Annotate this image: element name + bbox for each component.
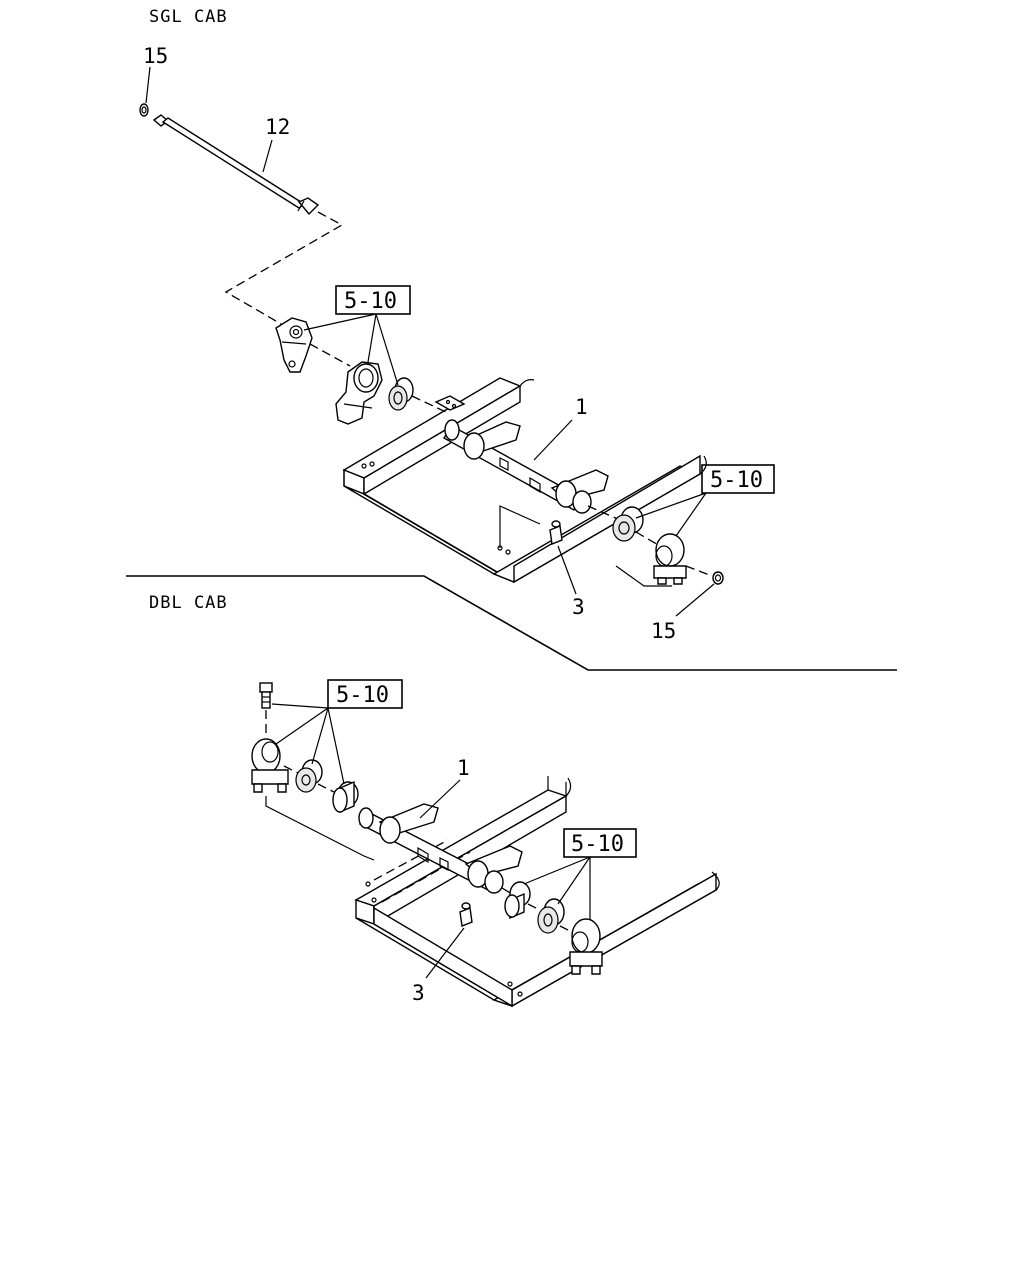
- callout-sgl-5-10-right: 5-10: [710, 468, 763, 493]
- collar-dbl-left: [332, 780, 359, 814]
- section-divider: [126, 575, 897, 671]
- section-title-sgl-cab: SGL CAB: [149, 7, 228, 27]
- callout-sgl-15-top: 15: [143, 44, 168, 68]
- dashed-link-rod-bracket: [224, 211, 344, 336]
- callout-sgl-1: 1: [575, 395, 588, 419]
- leader-dbl-5-10-left-b: [275, 707, 329, 745]
- cross-shaft-1-sgl: [442, 419, 609, 514]
- bolt-dbl: [259, 682, 273, 709]
- shift-rod-12: [152, 114, 320, 216]
- callout-box-sgl-5-10-upper: 5-10: [335, 285, 411, 315]
- bushing-sgl-right: [612, 506, 644, 542]
- cross-shaft-1-dbl: [358, 803, 523, 894]
- leader-dbl-5-10-left-d: [327, 707, 345, 785]
- leader-dbl-5-10-left-a: [271, 703, 329, 709]
- frame-dbl-cab: [354, 776, 720, 1008]
- leader-dbl-3: [425, 927, 465, 979]
- bushing-upper: [388, 377, 414, 411]
- leader-sgl-12: [262, 139, 273, 173]
- mount-plate-sgl: [434, 395, 466, 411]
- leader-dbl-5-10-right-a: [523, 856, 591, 885]
- collar-dbl-right: [504, 881, 531, 920]
- callout-sgl-3: 3: [572, 595, 585, 619]
- leader-sgl-15-bottom: [675, 583, 715, 617]
- leader-sgl-1: [533, 419, 573, 461]
- bushing-dbl-right: [537, 898, 565, 934]
- dashed-axis-sgl-right-b: [635, 531, 661, 547]
- dashed-axis-dbl-b: [317, 783, 335, 793]
- leader-dbl-5-10-right-b: [557, 856, 591, 905]
- grease-nipple-3-sgl: [549, 520, 563, 545]
- callout-sgl-12: 12: [265, 115, 290, 139]
- snap-ring-15-bottom: [712, 571, 724, 585]
- callout-sgl-5-10-upper: 5-10: [344, 289, 397, 314]
- callout-box-sgl-5-10-right: 5-10: [701, 464, 775, 494]
- leader-dbl-1: [419, 779, 461, 819]
- bushing-housing-sgl-right: [653, 533, 687, 585]
- bushing-housing-dbl-right: [569, 918, 603, 975]
- callout-dbl-3: 3: [412, 981, 425, 1005]
- bracket-upper-left: [275, 317, 313, 373]
- bushing-dbl-left: [295, 759, 323, 793]
- callout-dbl-5-10-right: 5-10: [571, 832, 624, 857]
- dashed-axis-sgl-right-c: [685, 565, 713, 577]
- frame-sgl-cab: [342, 377, 707, 584]
- leader-sgl-5-10-a: [303, 313, 377, 331]
- leader-sgl-15-top: [145, 66, 151, 104]
- dashed-axis-dbl-d: [527, 903, 541, 911]
- dashed-axis-dbl-a: [283, 765, 301, 775]
- dashed-axis-sgl-right-a: [587, 505, 621, 521]
- snap-ring-15-top: [139, 103, 149, 117]
- dashed-axis-dbl-e: [559, 925, 573, 933]
- dashed-axis-sgl: [411, 395, 451, 415]
- bushing-housing-upper: [335, 361, 383, 425]
- dashed-axis-upper: [309, 343, 351, 367]
- leader-sgl-5-10-b: [367, 313, 377, 363]
- callout-dbl-1: 1: [457, 756, 470, 780]
- grease-nipple-3-dbl: [459, 902, 473, 927]
- bushing-housing-dbl-left: [251, 738, 289, 793]
- callout-box-dbl-5-10-left: 5-10: [327, 679, 403, 709]
- leader-sgl-3: [557, 545, 577, 595]
- leader-sgl-5-10-right-a: [635, 492, 707, 519]
- dashed-axis-dbl-c: [501, 887, 513, 895]
- callout-dbl-5-10-left: 5-10: [336, 683, 389, 708]
- section-title-dbl-cab: DBL CAB: [149, 593, 228, 613]
- leader-dbl-5-10-left-c: [311, 707, 329, 765]
- dashed-link-sgl-frame: [615, 565, 672, 587]
- callout-sgl-15-bottom: 15: [651, 619, 676, 643]
- leader-sgl-5-10-right-b: [675, 492, 707, 537]
- callout-box-dbl-5-10-right: 5-10: [563, 828, 637, 858]
- link-dbl-housing-frame: [265, 796, 375, 861]
- leader-sgl-5-10-c: [375, 313, 399, 386]
